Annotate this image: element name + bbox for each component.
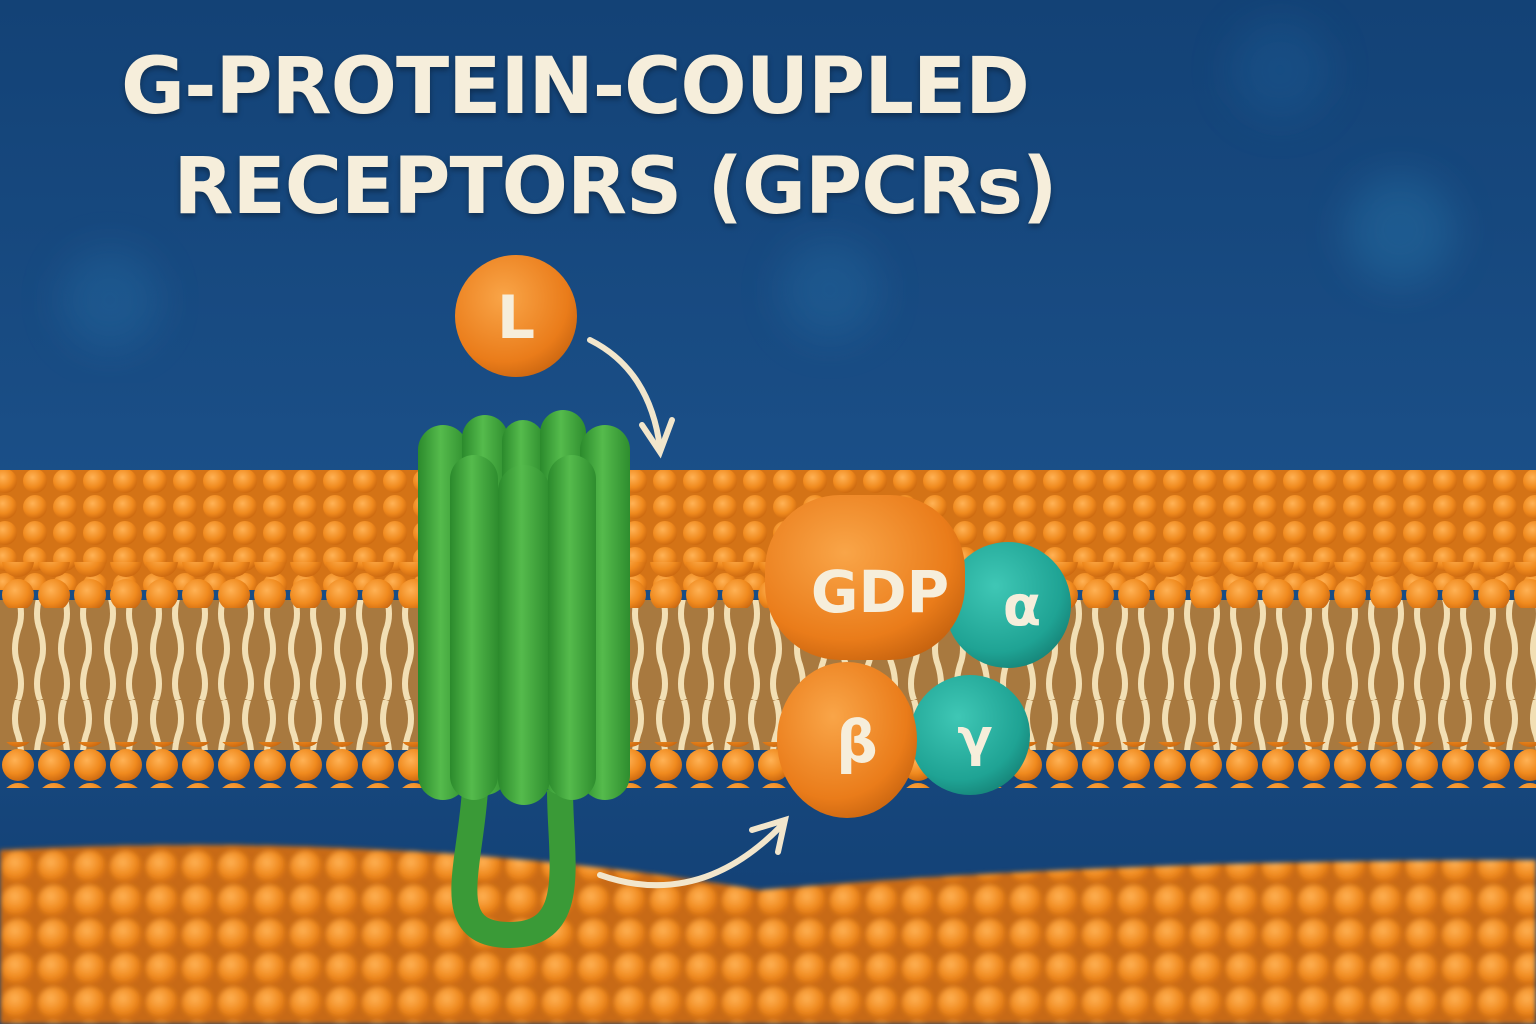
bottom-head-row — [0, 742, 1536, 788]
gamma-subunit — [910, 675, 1030, 795]
arrowhead-icon — [639, 417, 675, 459]
title-line-2: RECEPTORS (GPCRs) — [173, 142, 1057, 232]
bokeh-lights — [60, 20, 1455, 350]
ligand: L — [455, 255, 577, 377]
g-protein: GDP α β γ — [765, 495, 1071, 818]
arrowhead-icon — [749, 815, 790, 855]
gpcr-receptor — [418, 410, 630, 949]
alpha-label: α — [1003, 574, 1041, 639]
beta-label: β — [836, 708, 878, 776]
title-line-1: G-PROTEIN-COUPLED — [121, 42, 1030, 132]
alpha-subunit — [945, 542, 1071, 668]
activation-arrow — [597, 822, 785, 889]
lipid-bilayer — [0, 470, 1536, 788]
gdp-subunit — [765, 495, 965, 660]
lower-membrane — [0, 845, 1536, 1024]
ligand-binding-arrow — [587, 337, 663, 451]
beta-subunit — [777, 662, 917, 818]
gdp-label: GDP — [811, 558, 949, 626]
ligand-label: L — [497, 283, 535, 353]
arrows — [587, 337, 790, 889]
gamma-label: γ — [957, 708, 992, 768]
